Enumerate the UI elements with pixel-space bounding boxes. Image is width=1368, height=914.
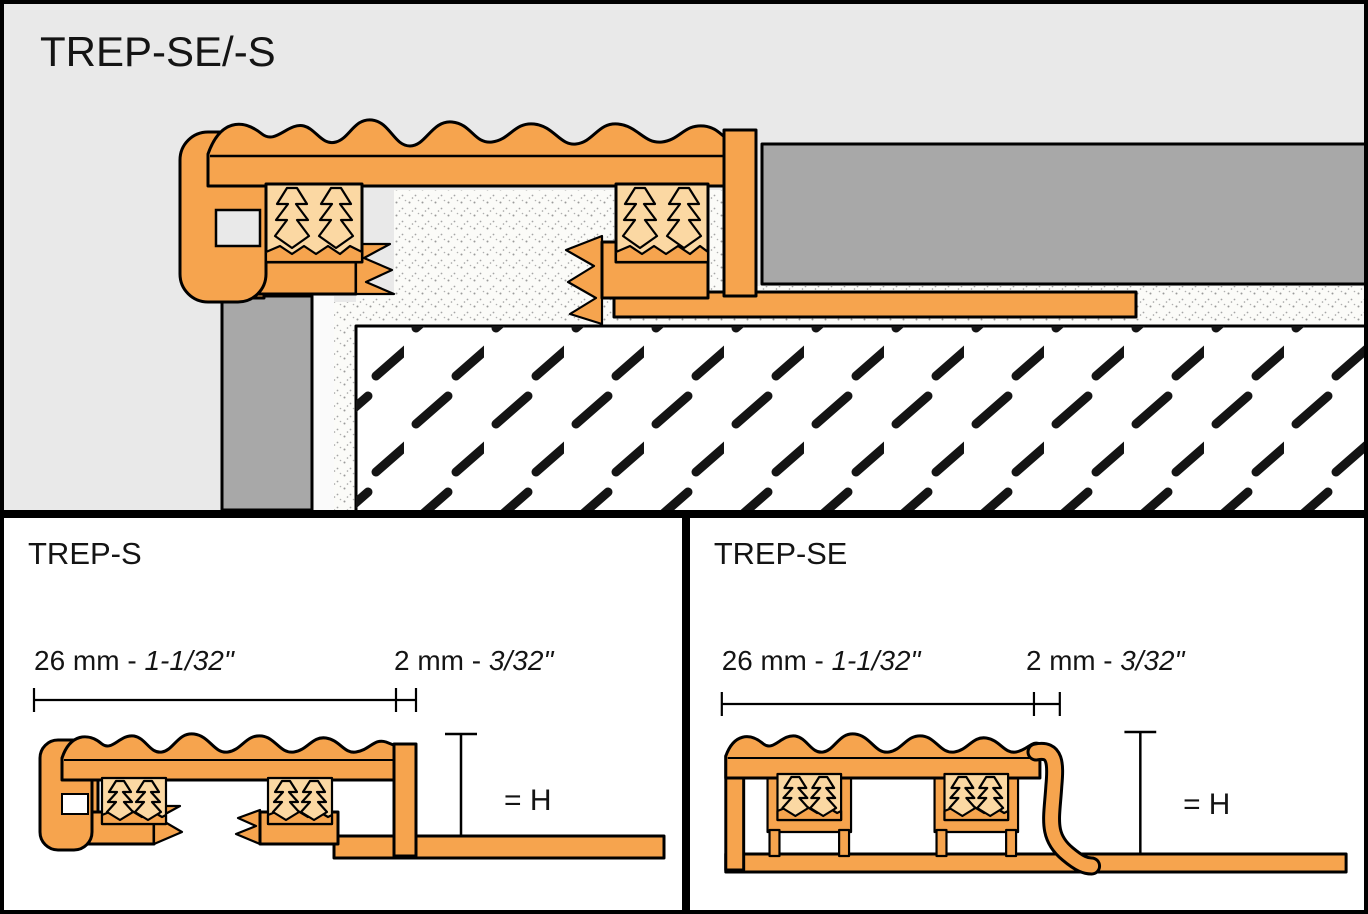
anchor-rib xyxy=(133,779,163,822)
anchor-rib xyxy=(809,775,838,818)
bullnose-hollow xyxy=(61,793,89,815)
pocket-web xyxy=(1005,828,1018,858)
trep-se-dimension-line xyxy=(720,692,1061,716)
anchor-rib xyxy=(665,186,703,250)
insert-channel-right xyxy=(266,776,334,826)
insert-channel-right xyxy=(614,182,710,264)
curved-joint-leg xyxy=(1026,741,1102,876)
anchor-rib xyxy=(948,775,977,818)
trep-se-height-indicator xyxy=(1124,730,1157,854)
trep-se-joint-dimension-label: 2 mm - 3/32" xyxy=(1026,645,1185,676)
insert-channel-left xyxy=(100,776,168,826)
anchor-rib xyxy=(781,775,810,818)
trep-se-width-dimension-label: 26 mm - 1-1/32" xyxy=(722,645,922,676)
channel-serration xyxy=(614,244,710,264)
width-imperial: 1-1/32" xyxy=(144,645,234,676)
joint-metric: 2 mm - xyxy=(394,645,489,676)
trep-s-height-indicator xyxy=(445,732,477,836)
riser-tile xyxy=(220,294,314,510)
bullnose-hollow xyxy=(214,208,262,248)
tread-surface-wavy xyxy=(206,118,754,188)
trep-se-height-label: = H xyxy=(1183,788,1230,821)
trep-se-background xyxy=(690,518,1364,910)
joint-spacer xyxy=(722,128,758,298)
channel-serration xyxy=(264,244,364,264)
trep-s-joint-dimension-label: 2 mm - 3/32" xyxy=(394,645,554,676)
tread-surface-wavy xyxy=(60,732,398,782)
joint-imperial: 3/32" xyxy=(1120,645,1185,676)
tread-surface-wavy xyxy=(724,732,1042,780)
trep-s-width-dimension-label: 26 mm - 1-1/32" xyxy=(34,645,235,676)
anchor-rib xyxy=(271,779,301,822)
joint-metric: 2 mm - xyxy=(1026,645,1120,676)
trep-se-profile xyxy=(724,732,1348,876)
insert-channel-left xyxy=(776,772,843,822)
trep-s-profile xyxy=(38,732,666,860)
anchor-rib xyxy=(273,186,311,250)
width-metric: 26 mm - xyxy=(34,645,144,676)
panel-trep-s: TREP-S 26 mm - 1-1/32" 2 mm - 3/32" xyxy=(0,514,686,914)
stair-nosing-profile xyxy=(178,118,1138,326)
trep-s-title: TREP-S xyxy=(28,536,142,571)
joint-imperial: 3/32" xyxy=(489,645,554,676)
concrete-substrate xyxy=(354,324,1364,510)
anchor-rib xyxy=(317,186,355,250)
joint-spacer xyxy=(392,742,418,858)
pocket-web xyxy=(935,828,948,858)
pocket-web xyxy=(838,828,851,858)
trep-s-height-label: = H xyxy=(504,784,552,817)
insert-channel-right xyxy=(943,772,1010,822)
riser-joint-gap xyxy=(312,296,334,510)
overview-title: TREP-SE/-S xyxy=(40,28,276,75)
width-metric: 26 mm - xyxy=(722,645,832,676)
trep-s-dimension-drawing: TREP-S 26 mm - 1-1/32" 2 mm - 3/32" xyxy=(4,518,682,910)
insert-channel-left xyxy=(264,182,364,264)
trep-se-title: TREP-SE xyxy=(714,536,847,571)
panel-trep-se: TREP-SE 26 mm - 1-1/32" 2 mm - 3/32" xyxy=(686,514,1368,914)
anchoring-leg xyxy=(332,834,666,860)
anchor-rib xyxy=(621,186,659,250)
trep-se-dimension-drawing: TREP-SE 26 mm - 1-1/32" 2 mm - 3/32" xyxy=(690,518,1364,910)
base-and-anchoring-leg xyxy=(724,852,1348,874)
trep-s-dimension-line xyxy=(32,688,418,712)
support-break-zigzag-left xyxy=(354,242,396,296)
width-imperial: 1-1/32" xyxy=(832,645,922,676)
overview-cross-section-drawing: TREP-SE/-S xyxy=(4,4,1364,510)
anchor-rib xyxy=(976,775,1005,818)
panel-overview: TREP-SE/-S xyxy=(0,0,1368,514)
anchor-rib xyxy=(105,779,135,822)
anchor-rib xyxy=(299,779,329,822)
support-break-zigzag-right xyxy=(564,234,604,326)
tread-tile xyxy=(760,142,1364,286)
pocket-web xyxy=(768,828,781,858)
